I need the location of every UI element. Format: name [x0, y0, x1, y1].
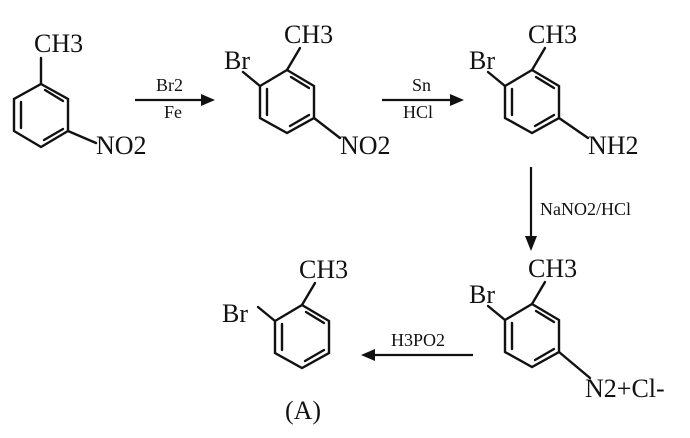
arrow-2-head [450, 94, 464, 106]
amine-label: NH2 [588, 131, 639, 160]
reaction-arrow-1: Br2 Fe [135, 75, 215, 122]
double-bond [43, 88, 65, 103]
reaction-arrow-4: H3PO2 [361, 330, 473, 361]
double-bond [533, 347, 556, 362]
diazonium-label: N2+Cl- [585, 374, 665, 403]
molecule-3-bromomethylaniline: CH3 Br NH2 [469, 20, 639, 160]
double-bond [303, 348, 326, 363]
reagent-hcl: HCl [403, 102, 433, 122]
product-label: (A) [285, 396, 321, 425]
molecule-2-bromonitrotoluene: CH3 Br NO2 [224, 20, 391, 160]
double-bond [289, 75, 311, 90]
methyl-label: CH3 [284, 20, 333, 49]
nitro-label: NO2 [340, 131, 391, 160]
amine-bond [557, 116, 590, 140]
double-bond [42, 127, 65, 142]
methyl-bond [530, 46, 547, 72]
double-bond [534, 75, 556, 90]
bromo-label: Br [469, 280, 495, 309]
methyl-label: CH3 [34, 29, 83, 58]
arrow-4-head [361, 349, 375, 361]
molecule-1-nitrotoluene: CH3 NO2 [12, 29, 147, 160]
reaction-arrow-3: NaNO2/HCl [525, 167, 631, 251]
diazonium-bond [557, 350, 592, 380]
methyl-label: CH3 [528, 20, 577, 49]
double-bond [288, 113, 311, 128]
methyl-bond [530, 280, 547, 306]
reagent-sn: Sn [412, 75, 431, 95]
bromo-bond [241, 70, 262, 88]
benzene-ring-1 [12, 82, 70, 149]
double-bond [534, 309, 556, 324]
bromo-label: Br [222, 299, 248, 328]
double-bond [304, 310, 326, 325]
reagent-nano2-hcl: NaNO2/HCl [540, 199, 631, 219]
methyl-bond [285, 46, 302, 72]
methyl-label: CH3 [528, 254, 577, 283]
reaction-arrow-2: Sn HCl [382, 75, 464, 122]
methyl-label: CH3 [299, 255, 348, 284]
bromo-label: Br [469, 46, 495, 75]
bromo-bond [256, 305, 277, 323]
methyl-bond [300, 281, 317, 307]
arrow-1-head [201, 94, 215, 106]
nitro-label: NO2 [96, 131, 147, 160]
arrow-3-head [525, 236, 537, 251]
reagent-fe: Fe [164, 102, 182, 122]
nitro-bond [66, 129, 98, 145]
nitro-bond [312, 116, 342, 140]
reagent-h3po2: H3PO2 [391, 330, 445, 350]
bromo-bond [486, 304, 507, 322]
molecule-4-diazonium-salt: CH3 Br N2+Cl- [469, 254, 665, 403]
reagent-br2: Br2 [156, 75, 183, 95]
double-bond [533, 113, 556, 128]
bromo-bond [486, 70, 507, 88]
molecule-5-product-a: CH3 Br (A) [222, 255, 348, 425]
bromo-label: Br [224, 46, 250, 75]
